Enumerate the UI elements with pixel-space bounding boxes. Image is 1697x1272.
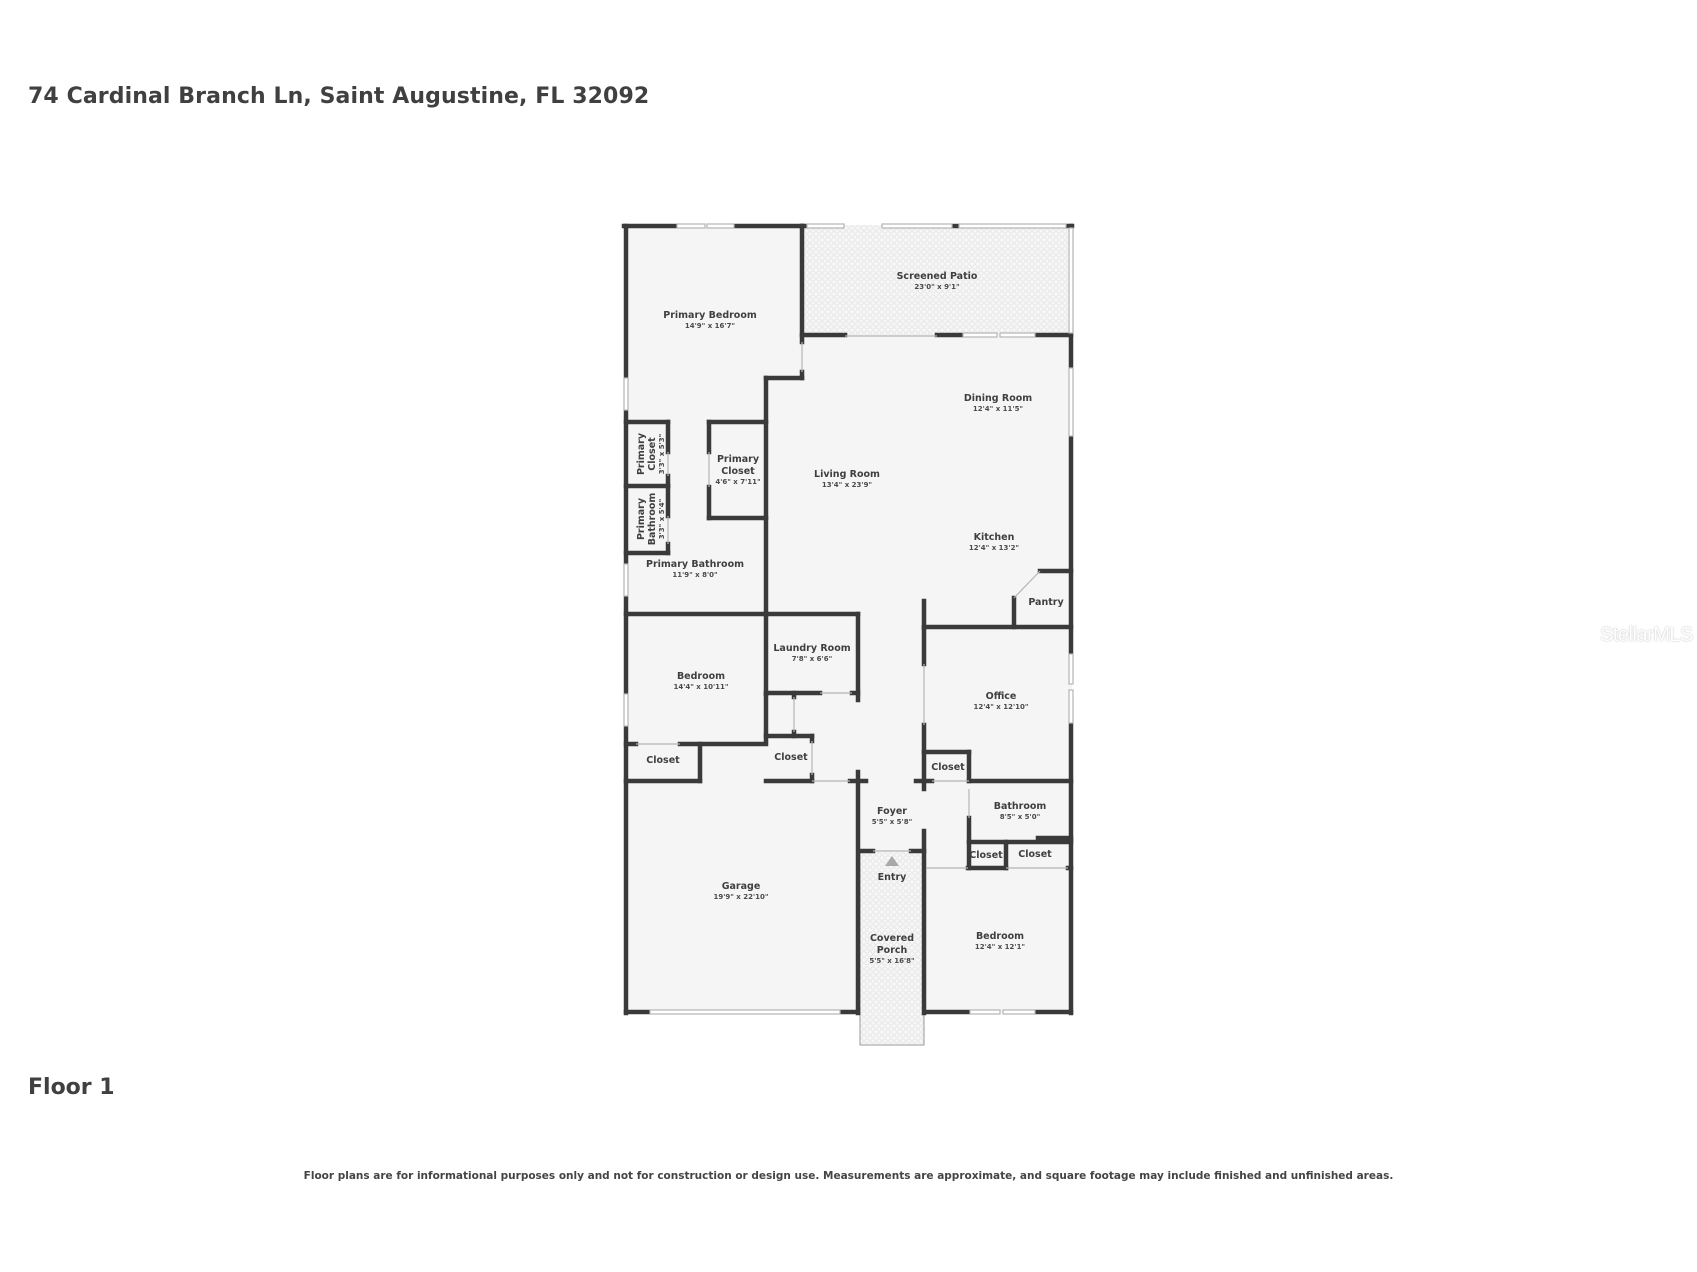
svg-text:13'4" x 23'9": 13'4" x 23'9" bbox=[822, 481, 872, 489]
svg-text:3'3" x 5'3": 3'3" x 5'3" bbox=[658, 434, 666, 474]
bedroom-2-label: Bedroom bbox=[677, 671, 725, 682]
svg-text:5'5" x 16'8": 5'5" x 16'8" bbox=[869, 957, 914, 965]
svg-text:Closet: Closet bbox=[647, 437, 658, 471]
office-label: Office bbox=[986, 691, 1017, 702]
primary-bathroom-label: Primary Bathroom bbox=[646, 559, 744, 570]
svg-text:14'9" x 16'7": 14'9" x 16'7" bbox=[685, 322, 735, 330]
screened-patio-label: Screened Patio bbox=[897, 271, 978, 282]
svg-text:12'4" x 12'1": 12'4" x 12'1" bbox=[975, 943, 1025, 951]
living-room-label: Living Room bbox=[814, 469, 880, 480]
closet-office-label: Closet bbox=[931, 762, 965, 773]
floor-fills bbox=[624, 225, 1072, 1046]
property-address-title: 74 Cardinal Branch Ln, Saint Augustine, … bbox=[28, 84, 650, 109]
walls bbox=[621, 223, 1075, 1016]
svg-text:Closet: Closet bbox=[721, 466, 755, 477]
laundry-room-label: Laundry Room bbox=[773, 643, 850, 654]
floor-label: Floor 1 bbox=[28, 1075, 115, 1100]
closet-bedroom-2-label: Closet bbox=[646, 755, 680, 766]
svg-text:23'0" x 9'1": 23'0" x 9'1" bbox=[914, 283, 959, 291]
covered-porch-label: Covered bbox=[870, 933, 914, 944]
dining-room-label: Dining Room bbox=[964, 393, 1032, 404]
garage-label: Garage bbox=[722, 881, 761, 892]
svg-text:11'9" x 8'0": 11'9" x 8'0" bbox=[672, 571, 717, 579]
kitchen-label: Kitchen bbox=[974, 532, 1015, 543]
svg-text:12'4" x 11'5": 12'4" x 11'5" bbox=[973, 405, 1023, 413]
bedroom-3-label: Bedroom bbox=[976, 931, 1024, 942]
bathroom-label: Bathroom bbox=[994, 801, 1047, 812]
primary-closet-small-label: Primary bbox=[636, 432, 647, 475]
disclaimer-text: Floor plans are for informational purpos… bbox=[303, 1170, 1394, 1182]
svg-text:3'3" x 5'4": 3'3" x 5'4" bbox=[658, 499, 666, 539]
screened-patio-floor bbox=[802, 225, 1072, 335]
covered-porch-floor bbox=[859, 850, 925, 1046]
closet-hall-label: Closet bbox=[774, 752, 808, 763]
svg-text:4'6" x 7'11": 4'6" x 7'11" bbox=[715, 478, 760, 486]
primary-bedroom-label: Primary Bedroom bbox=[663, 310, 757, 321]
primary-closet-label: Primary bbox=[717, 454, 760, 465]
primary-bathroom-small-label: Primary bbox=[636, 497, 647, 540]
svg-text:12'4" x 12'10": 12'4" x 12'10" bbox=[973, 703, 1028, 711]
windows bbox=[623, 223, 1074, 1015]
room-labels: Screened Patio 23'0" x 9'1" Primary Bedr… bbox=[636, 271, 1064, 965]
foyer-label: Foyer bbox=[877, 806, 907, 817]
svg-text:Bathroom: Bathroom bbox=[647, 493, 658, 546]
closet-bath-right-label: Closet bbox=[1018, 849, 1052, 860]
svg-text:7'8" x 6'6": 7'8" x 6'6" bbox=[792, 655, 832, 663]
entry-label: Entry bbox=[878, 872, 907, 883]
stellarmls-watermark: StellarMLS bbox=[1600, 624, 1693, 646]
svg-text:8'5" x 5'0": 8'5" x 5'0" bbox=[1000, 813, 1040, 821]
svg-text:Porch: Porch bbox=[877, 945, 908, 956]
pantry-label: Pantry bbox=[1028, 597, 1064, 608]
closet-bath-left-label: Closet bbox=[969, 850, 1003, 861]
svg-text:5'5" x 5'8": 5'5" x 5'8" bbox=[872, 818, 912, 826]
svg-text:19'9" x 22'10": 19'9" x 22'10" bbox=[713, 893, 768, 901]
svg-text:12'4" x 13'2": 12'4" x 13'2" bbox=[969, 544, 1019, 552]
entry-arrow-icon bbox=[885, 856, 899, 866]
svg-text:14'4" x 10'11": 14'4" x 10'11" bbox=[673, 683, 728, 691]
